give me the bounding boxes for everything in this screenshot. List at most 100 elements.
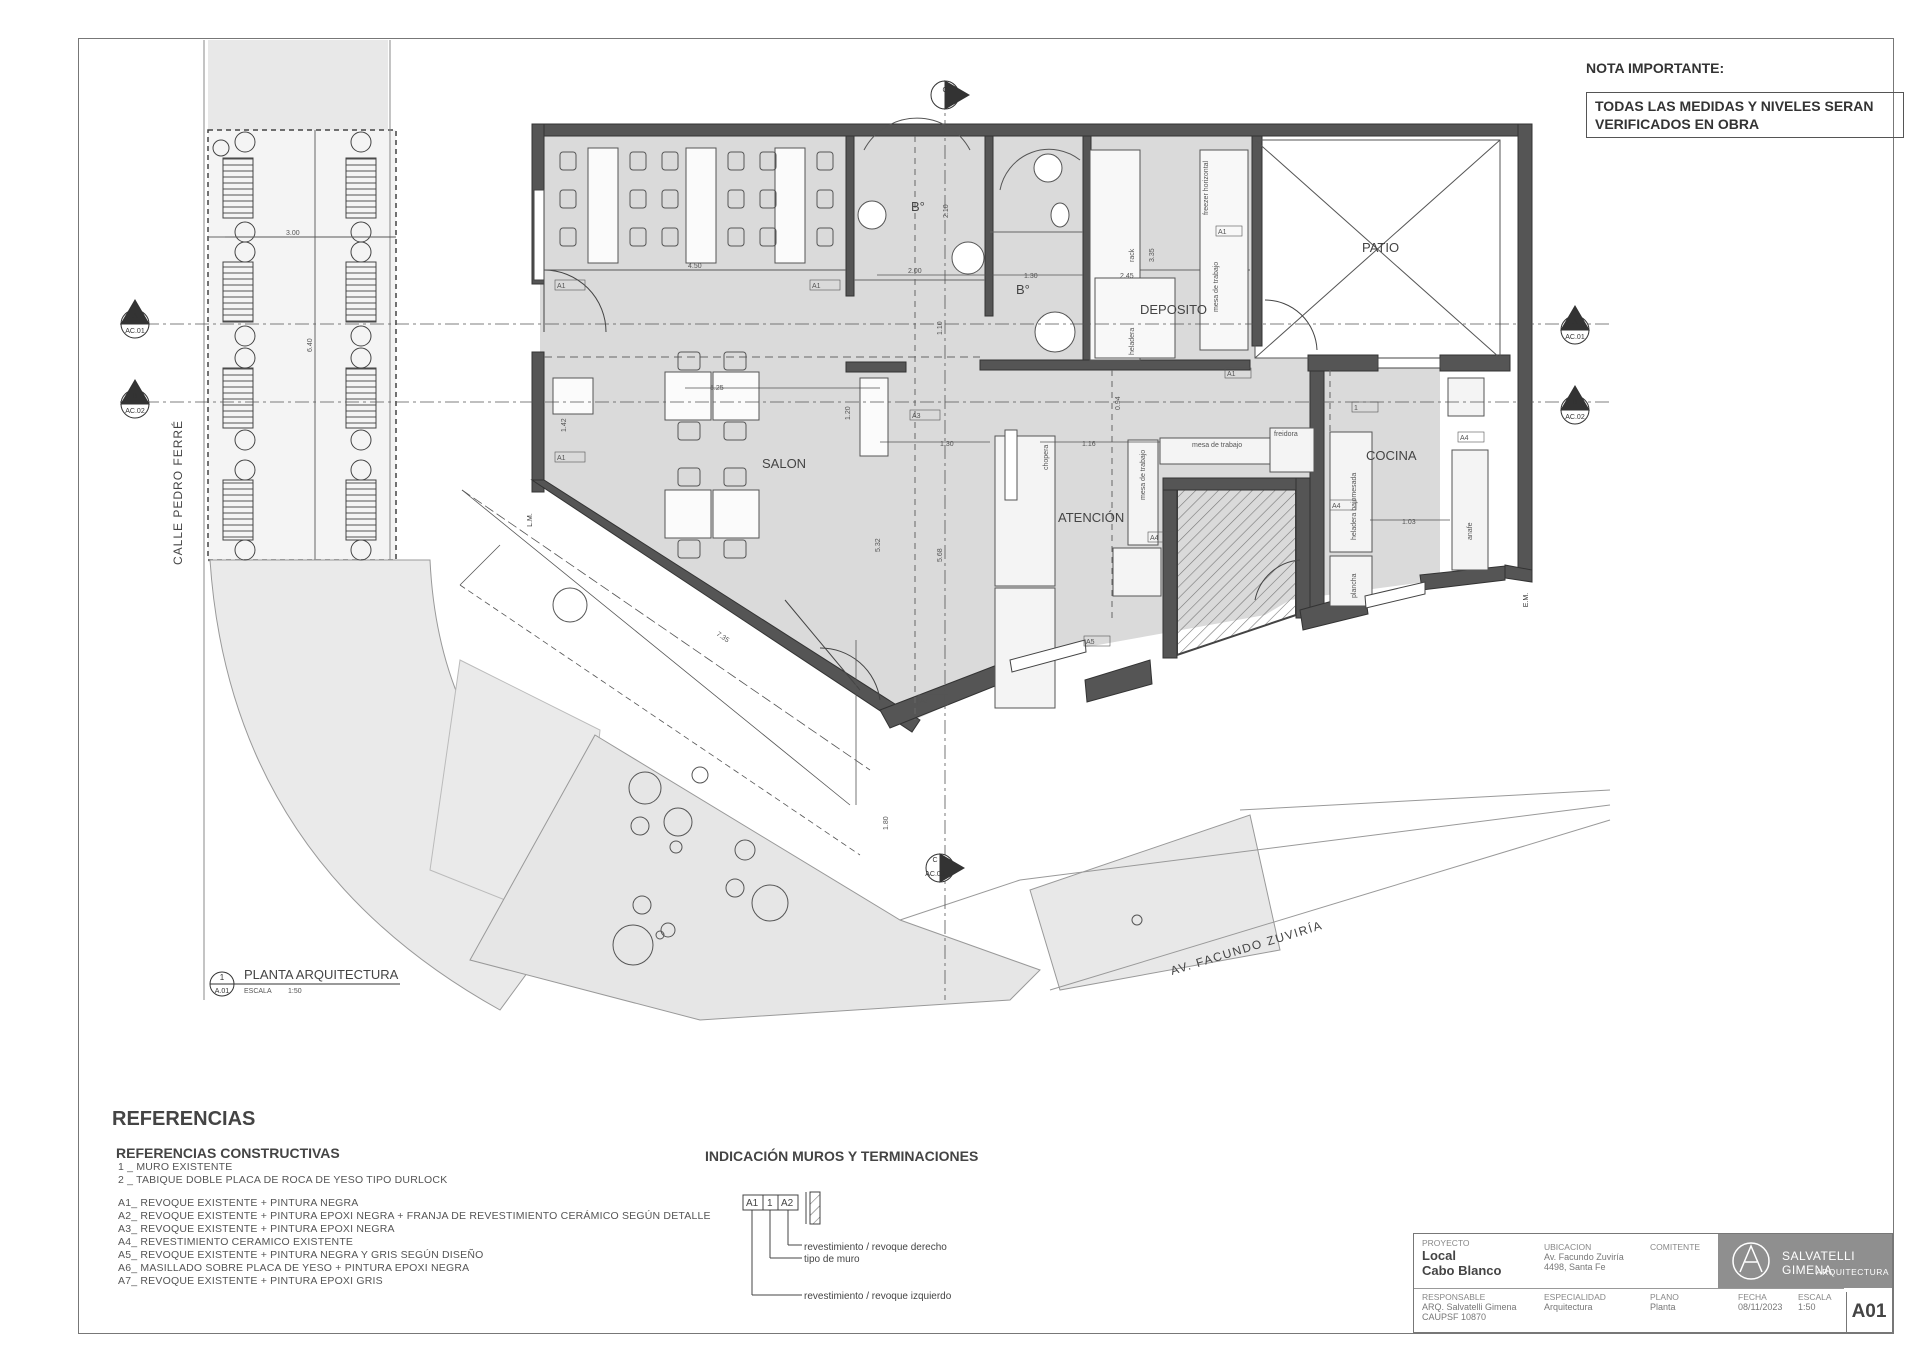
room-label-patio: PATIO <box>1362 240 1399 255</box>
tb-especialidad-label: ESPECIALIDAD <box>1544 1292 1606 1302</box>
drawing-title-ref: A.01 <box>215 988 230 995</box>
reference-item: A5_ REVOQUE EXISTENTE + PINTURA NEGRA Y … <box>118 1249 484 1261</box>
tb-plano-label: PLANO <box>1650 1292 1679 1302</box>
wall-tag-salon-2: A1 <box>812 283 821 290</box>
tb-plano: PLANO Planta <box>1650 1292 1679 1312</box>
marker-lm: L.M. <box>527 513 534 527</box>
references-title: REFERENCIAS <box>112 1108 256 1130</box>
dim-110: 1.10 <box>937 321 944 335</box>
note-box: TODAS LAS MEDIDAS Y NIVELES SERAN VERIFI… <box>1586 92 1904 138</box>
marker-b-ref-right: AC.02 <box>1565 414 1585 421</box>
drawing-title-scale-label: ESCALA <box>244 988 272 995</box>
marker-c-top-bottom: C <box>932 857 937 864</box>
walls-legend-diagram <box>742 1191 821 1296</box>
tb-fecha-value: 08/11/2023 <box>1738 1302 1783 1312</box>
marker-a-ref-right: AC.01 <box>1565 334 1585 341</box>
room-label-deposito: DEPOSITO <box>1140 302 1207 317</box>
label-plancha: plancha <box>1351 573 1358 598</box>
room-label-bano2: B° <box>1016 282 1030 297</box>
label-anafe: anafe <box>1467 522 1474 540</box>
tb-escala-label: ESCALA <box>1798 1292 1832 1302</box>
section-markers <box>120 80 1590 997</box>
label-mesa-trabajo-1: mesa de trabajo <box>1140 450 1147 500</box>
tb-escala-value: 1:50 <box>1798 1302 1816 1312</box>
dim-142: 1.42 <box>561 418 568 432</box>
salon-furniture <box>552 147 889 559</box>
wall-tag-atencion-1: A3 <box>912 413 921 420</box>
marker-a-ref: AC.01 <box>125 328 145 335</box>
marker-a-top: A <box>133 313 138 320</box>
label-mesa-trabajo-dep: mesa de trabajo <box>1213 262 1220 312</box>
room-label-atencion: ATENCIÓN <box>1058 510 1124 525</box>
dim-103: 1.03 <box>1402 519 1416 526</box>
fixture-labels: freezer horizontal rack mesa de trabajo … <box>1043 160 1474 598</box>
dimension-lines <box>120 95 1610 1000</box>
wall-tag-cocina-4: 1 <box>1354 405 1358 412</box>
doors <box>543 269 1318 701</box>
reference-item: 2 _ TABIQUE DOBLE PLACA DE ROCA DE YESO … <box>118 1174 448 1186</box>
references-subtitle: REFERENCIAS CONSTRUCTIVAS <box>116 1145 340 1161</box>
walls <box>530 123 1533 733</box>
wall-tags: A1 A1 A1 A3 A7 A5 A4 A1 A1 A4 A4 1 <box>554 225 1485 706</box>
wall-tag-cocina-1: A4 <box>1150 535 1159 542</box>
sheet-number: A01 <box>1846 1292 1891 1332</box>
wall-tag-atencion-3: A5 <box>1086 639 1095 646</box>
drawing-title: 1 A.01 PLANTA ARQUITECTURA ESCALA 1:50 <box>210 967 400 995</box>
dim-120: 1.20 <box>845 406 852 420</box>
marker-c-ref: AC.03 <box>925 871 945 878</box>
dim-116: 1.16 <box>1082 441 1096 448</box>
dim-245: 2.45 <box>1120 273 1134 280</box>
walls-label-left: revestimiento / revoque izquierdo <box>804 1291 952 1302</box>
tb-responsable: RESPONSABLE ARQ. Salvatelli Gimena CAUPS… <box>1422 1292 1517 1322</box>
tb-ubicacion-line1: Av. Facundo Zuviría <box>1544 1252 1624 1262</box>
reference-item: A4_ REVESTIMIENTO CERAMICO EXISTENTE <box>118 1236 354 1248</box>
tb-responsable-label: RESPONSABLE <box>1422 1292 1486 1302</box>
deposito-fixtures <box>1089 149 1249 361</box>
marker-b-top-right: B <box>1573 399 1578 406</box>
wall-tag-dep-1: A1 <box>1227 371 1236 378</box>
walls-label-type: tipo de muro <box>804 1254 860 1265</box>
room-label-bano1: B° <box>911 199 925 214</box>
tb-escala: ESCALA 1:50 <box>1798 1292 1832 1312</box>
tb-proyecto-line2: Cabo Blanco <box>1422 1263 1502 1278</box>
bathroom-fixtures <box>857 117 1081 353</box>
wall-tag-atencion-2: A7 <box>920 698 929 705</box>
walls-tag-mid: 1 <box>767 1198 773 1209</box>
tb-responsable-line2: CAUPSF 10870 <box>1422 1312 1487 1322</box>
dim-180: 1.80 <box>883 816 890 830</box>
label-freezer: freezer horizontal <box>1203 160 1210 215</box>
tb-comitente: COMITENTE <box>1650 1242 1700 1252</box>
dim-210: 2.10 <box>943 204 950 218</box>
tb-proyecto: PROYECTO Local Cabo Blanco <box>1422 1238 1501 1278</box>
tb-fecha-label: FECHA <box>1738 1292 1767 1302</box>
reference-item: A2_ REVOQUE EXISTENTE + PINTURA EPOXI NE… <box>118 1210 711 1222</box>
important-note: NOTA IMPORTANTE: TODAS LAS MEDIDAS Y NIV… <box>1586 60 1904 138</box>
room-label-cocina: COCINA <box>1366 448 1417 463</box>
wall-tag-dep-2: A1 <box>1218 229 1227 236</box>
tb-ubicacion-label: UBICACION <box>1544 1242 1592 1252</box>
brand-sub: ARQUITECTURA <box>1816 1267 1890 1277</box>
reference-item: A1_ REVOQUE EXISTENTE + PINTURA NEGRA <box>118 1197 359 1209</box>
label-heladera-bajo: heladera bajomesada <box>1351 473 1358 540</box>
street-label-pedro-ferre: CALLE PEDRO FERRÉ <box>170 420 185 565</box>
brand-name: SALVATELLI GIMENA <box>1782 1249 1856 1277</box>
reference-item: 1 _ MURO EXISTENTE <box>118 1161 233 1173</box>
tb-ubicacion: UBICACION Av. Facundo Zuviría 4498, Sant… <box>1544 1242 1624 1272</box>
label-freidora: freidora <box>1274 431 1298 438</box>
references-list: 1 _ MURO EXISTENTE 2 _ TABIQUE DOBLE PLA… <box>118 1161 711 1288</box>
walls-tag-left: A1 <box>746 1198 759 1209</box>
room-labels: B° B° DEPOSITO PATIO SALON ATENCIÓN COCI… <box>762 199 1417 525</box>
brand-block: SALVATELLI GIMENA ARQUITECTURA <box>1718 1234 1892 1288</box>
marker-em: E.M. <box>1523 593 1530 607</box>
drawing-title-scale: 1:50 <box>288 988 302 995</box>
walls-legend: INDICACIÓN MUROS Y TERMINACIONES <box>705 1148 978 1164</box>
title-block: PROYECTO Local Cabo Blanco UBICACION Av.… <box>1413 1233 1893 1333</box>
label-heladera-dep: heladera <box>1129 328 1136 355</box>
note-title: NOTA IMPORTANTE: <box>1586 60 1725 76</box>
walls-legend-text: A1 1 A2 revestimiento / revoque derecho … <box>746 1198 952 1302</box>
windows <box>533 189 1441 673</box>
tb-plano-value: Planta <box>1650 1302 1676 1312</box>
tb-responsable-line1: ARQ. Salvatelli Gimena <box>1422 1302 1517 1312</box>
tb-proyecto-label: PROYECTO <box>1422 1238 1470 1248</box>
